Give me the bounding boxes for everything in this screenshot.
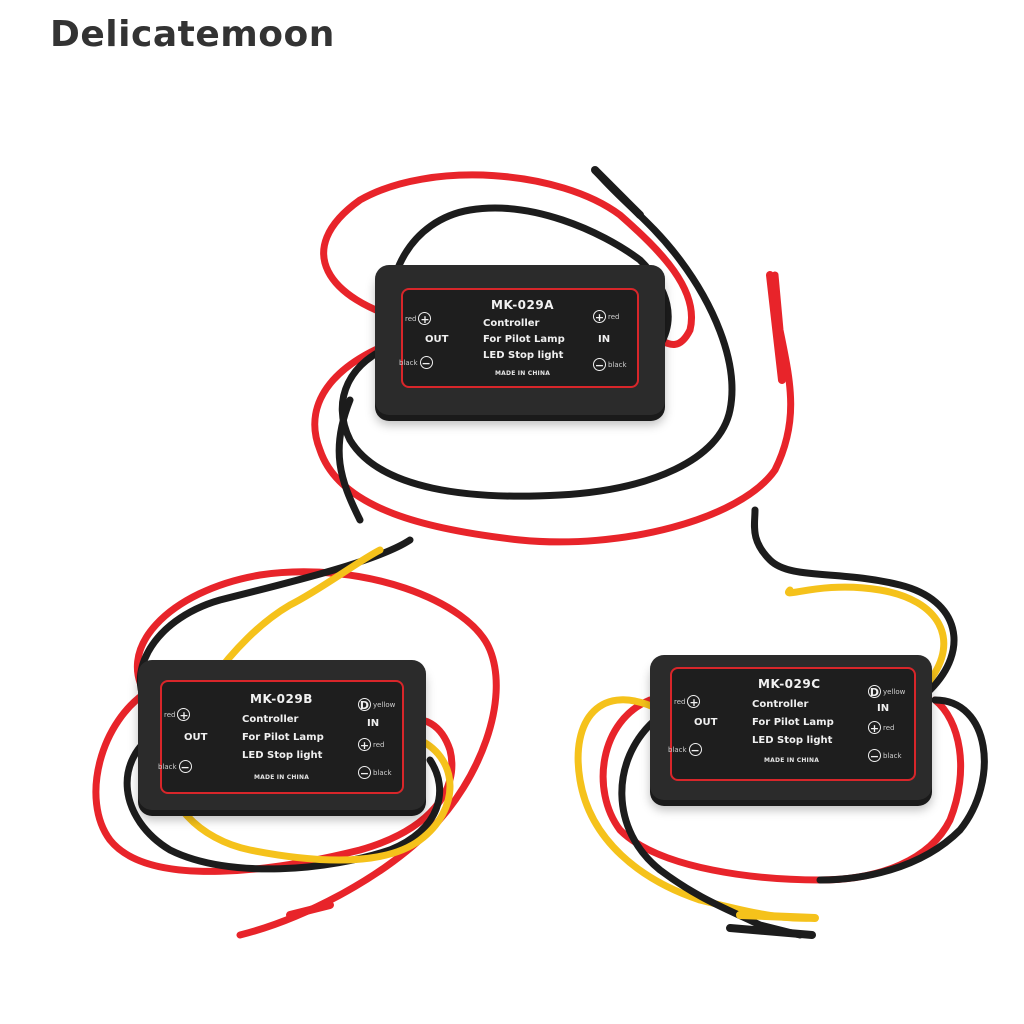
in-detect-terminal: D yellow: [358, 698, 396, 712]
out-label: OUT: [425, 334, 449, 345]
label-panel: MK-029A Controller For Pilot Lamp LED St…: [399, 288, 639, 388]
terminal-wire-label: red: [883, 723, 895, 732]
terminal-wire-label: red: [373, 740, 385, 749]
description-line-1: Controller: [242, 714, 299, 725]
out-label: OUT: [694, 717, 718, 728]
description-line-3: LED Stop light: [483, 350, 564, 361]
minus-icon: −: [593, 358, 606, 372]
minus-icon: −: [178, 760, 192, 774]
controller-module-mk-029a: MK-029A Controller For Pilot Lamp LED St…: [375, 265, 665, 427]
label-panel: MK-029B Controller For Pilot Lamp LED St…: [158, 680, 404, 794]
description-line-1: Controller: [752, 699, 809, 710]
plus-icon: +: [687, 695, 701, 709]
plus-icon: +: [418, 312, 432, 326]
minus-icon: −: [868, 749, 881, 763]
brand-watermark: Delicatemoon: [50, 14, 335, 55]
d-icon: D: [868, 685, 881, 699]
in-label: IN: [367, 718, 380, 729]
minus-icon: −: [419, 356, 433, 370]
terminal-wire-label: black: [373, 768, 392, 777]
controller-module-mk-029b: MK-029B Controller For Pilot Lamp LED St…: [138, 660, 426, 822]
in-negative-terminal: − black: [593, 358, 627, 372]
in-negative-terminal: − black: [868, 749, 902, 763]
minus-icon: −: [688, 743, 702, 757]
terminal-wire-label: black: [399, 358, 418, 367]
terminal-wire-label: black: [158, 762, 177, 771]
description-line-1: Controller: [483, 318, 540, 329]
in-positive-terminal: + red: [358, 738, 385, 752]
plus-icon: +: [358, 738, 371, 752]
model-number: MK-029C: [758, 677, 821, 691]
terminal-wire-label: black: [883, 751, 902, 760]
in-label: IN: [877, 703, 890, 714]
description-line-3: LED Stop light: [242, 750, 323, 761]
out-negative-terminal: black −: [399, 356, 433, 370]
plus-icon: +: [177, 708, 191, 722]
terminal-wire-label: black: [608, 360, 627, 369]
terminal-wire-label: red: [674, 697, 686, 706]
terminal-wire-label: black: [668, 745, 687, 754]
terminal-wire-label: red: [405, 314, 417, 323]
description-line-2: For Pilot Lamp: [752, 717, 834, 728]
controller-module-mk-029c: MK-029C Controller For Pilot Lamp LED St…: [650, 655, 932, 812]
label-panel: MK-029C Controller For Pilot Lamp LED St…: [668, 667, 916, 781]
out-positive-terminal: red +: [164, 708, 191, 722]
in-positive-terminal: + red: [593, 310, 620, 324]
terminal-wire-label: yellow: [373, 700, 396, 709]
made-in-label: MADE IN CHINA: [254, 774, 310, 781]
description-line-3: LED Stop light: [752, 735, 833, 746]
description-line-2: For Pilot Lamp: [483, 334, 565, 345]
terminal-wire-label: red: [608, 312, 620, 321]
model-number: MK-029B: [250, 692, 313, 706]
in-positive-terminal: + red: [868, 721, 895, 735]
terminal-wire-label: yellow: [883, 687, 906, 696]
plus-icon: +: [593, 310, 606, 324]
plus-icon: +: [868, 721, 881, 735]
made-in-label: MADE IN CHINA: [764, 757, 820, 764]
in-negative-terminal: − black: [358, 766, 392, 780]
d-icon: D: [358, 698, 371, 712]
in-label: IN: [598, 334, 611, 345]
terminal-wire-label: red: [164, 710, 176, 719]
out-negative-terminal: black −: [158, 760, 192, 774]
model-number: MK-029A: [491, 298, 555, 312]
in-detect-terminal: D yellow: [868, 685, 906, 699]
out-positive-terminal: red +: [405, 312, 432, 326]
out-positive-terminal: red +: [674, 695, 701, 709]
out-label: OUT: [184, 732, 208, 743]
made-in-label: MADE IN CHINA: [495, 370, 551, 377]
description-line-2: For Pilot Lamp: [242, 732, 324, 743]
minus-icon: −: [358, 766, 371, 780]
out-negative-terminal: black −: [668, 743, 702, 757]
